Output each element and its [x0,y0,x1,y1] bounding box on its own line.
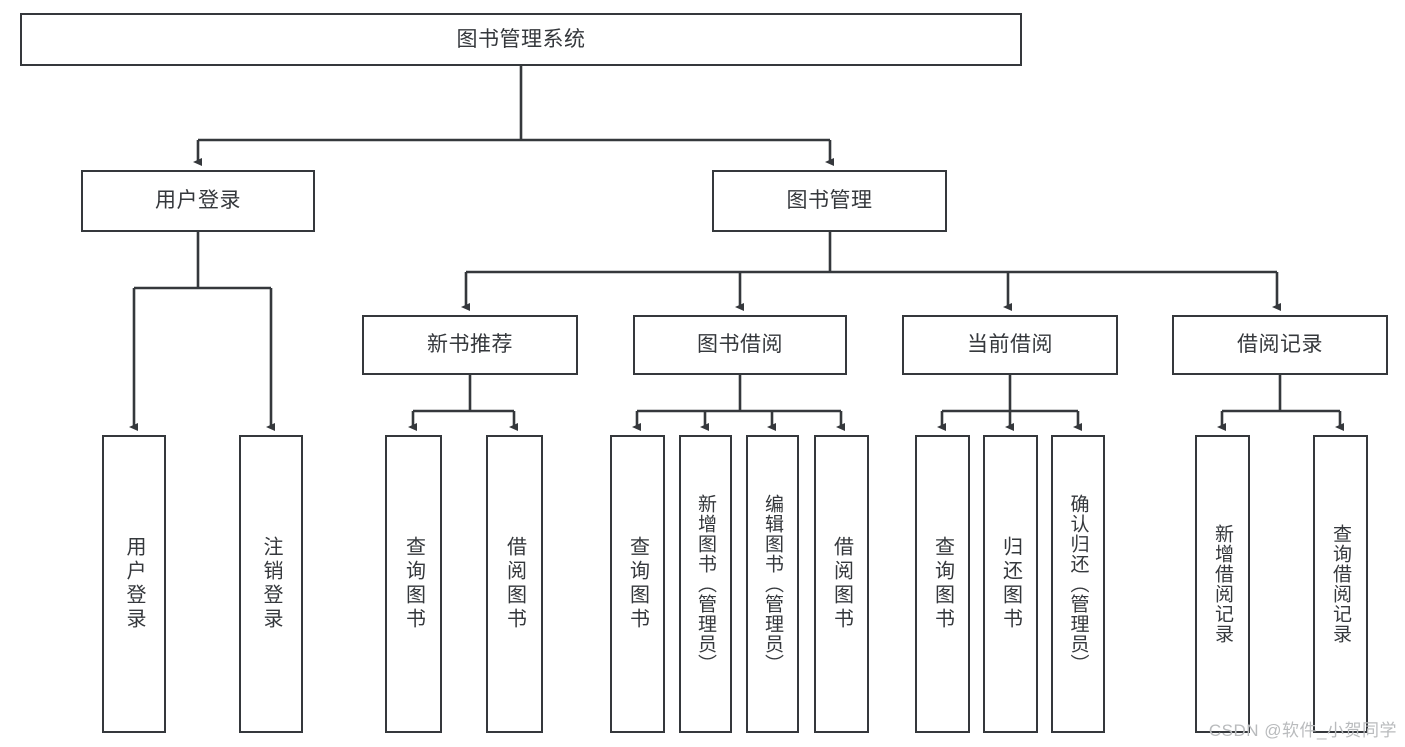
leaf-edit-book-admin[interactable]: 编辑图书（管理员） [746,435,799,733]
node-new-book-recommend[interactable]: 新书推荐 [362,315,578,375]
node-label: 确认归还（管理员） [1067,494,1089,674]
leaf-query-book-recommend[interactable]: 查询图书 [385,435,442,733]
node-label: 借阅图书 [503,536,526,632]
watermark: CSDN @软件_小贺同学 [1208,721,1397,740]
node-label: 查询借阅记录 [1330,524,1351,644]
node-label: 查询图书 [931,536,954,632]
leaf-user-login[interactable]: 用户登录 [102,435,166,733]
node-book-management[interactable]: 图书管理 [712,170,947,232]
node-label: 新增借阅记录 [1212,524,1233,644]
leaf-add-borrow-record[interactable]: 新增借阅记录 [1195,435,1250,733]
node-label: 新书推荐 [427,333,513,357]
node-borrow-record[interactable]: 借阅记录 [1172,315,1388,375]
node-label: 编辑图书（管理员） [762,494,783,674]
leaf-query-book-current[interactable]: 查询图书 [915,435,970,733]
node-book-borrow[interactable]: 图书借阅 [633,315,847,375]
leaf-return-book[interactable]: 归还图书 [983,435,1038,733]
node-label: 借阅记录 [1237,333,1323,357]
leaf-query-book-borrow[interactable]: 查询图书 [610,435,665,733]
leaf-add-book-admin[interactable]: 新增图书（管理员） [679,435,732,733]
node-label: 查询图书 [402,536,425,632]
node-label: 新增图书（管理员） [695,494,716,674]
node-label: 图书管理系统 [456,27,586,51]
node-label: 查询图书 [626,536,649,632]
node-label: 归还图书 [999,536,1022,632]
leaf-user-logout[interactable]: 注销登录 [239,435,303,733]
node-current-borrow[interactable]: 当前借阅 [902,315,1118,375]
node-label: 注销登录 [260,536,282,632]
node-label: 用户登录 [123,536,145,632]
node-label: 借阅图书 [830,536,853,632]
node-label: 用户登录 [155,189,241,213]
node-root-book-management-system[interactable]: 图书管理系统 [20,13,1022,66]
leaf-borrow-book[interactable]: 借阅图书 [814,435,869,733]
node-user-login[interactable]: 用户登录 [81,170,315,232]
leaf-query-borrow-record[interactable]: 查询借阅记录 [1313,435,1368,733]
node-label: 图书管理 [786,189,873,213]
node-label: 图书借阅 [697,333,783,357]
node-label: 当前借阅 [967,333,1053,357]
leaf-borrow-book-recommend[interactable]: 借阅图书 [486,435,543,733]
leaf-confirm-return-admin[interactable]: 确认归还（管理员） [1051,435,1105,733]
